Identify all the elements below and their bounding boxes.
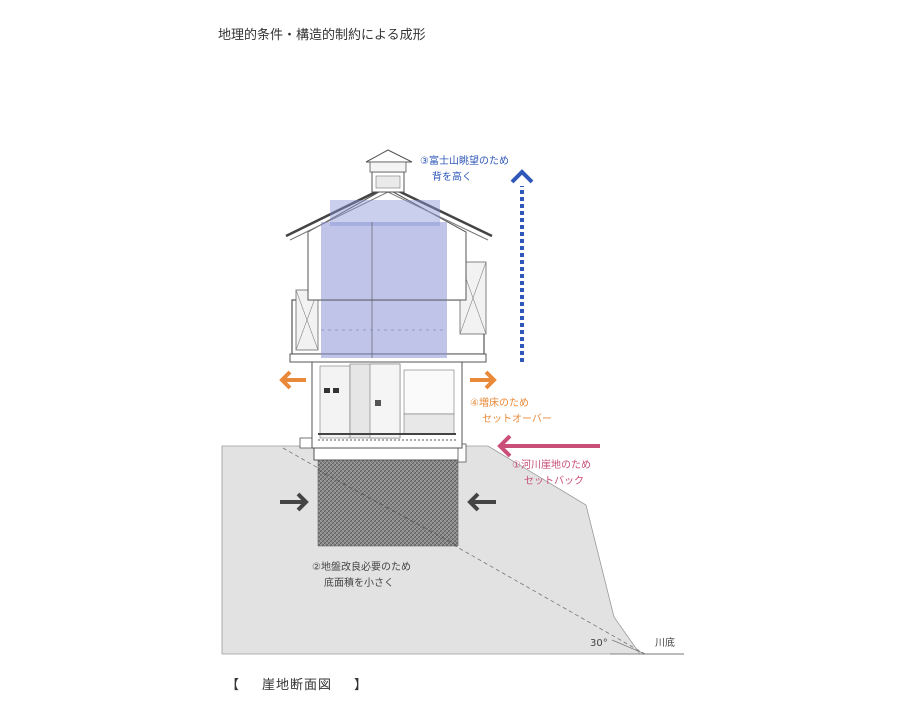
angle-label: 30°	[590, 638, 608, 649]
setback-arrow	[497, 434, 600, 458]
page-title: 地理的条件・構造的制約による成形	[218, 28, 426, 43]
view-label-line2: 背を高く	[432, 170, 472, 183]
river-label-line2: セットバック	[524, 475, 584, 487]
ground-label-line1: ②地盤改良必要のため	[312, 560, 411, 573]
cupola	[365, 149, 413, 193]
river-label-line1: ①河川崖地のため	[512, 458, 591, 471]
caption-open-bracket: 【	[226, 678, 241, 693]
tall-interior-volume	[321, 222, 447, 358]
caption-text: 崖地断面図	[262, 678, 333, 693]
floor-label-line2: セットオーバー	[482, 413, 552, 425]
ground-improvement-block	[317, 457, 459, 547]
overhang-arrow-left	[279, 370, 306, 390]
overhang-arrow-right	[470, 370, 497, 390]
ground-label-line2: 底面積を小さく	[324, 576, 394, 589]
angle-mark	[610, 639, 646, 655]
ground-floor	[311, 361, 463, 449]
foundation-slab	[313, 447, 463, 461]
view-label-line1: ③富士山眺望のため	[420, 154, 509, 167]
riverbed-label: 川底	[655, 636, 675, 649]
figure-caption: 【 崖地断面図 】	[226, 674, 368, 693]
ground-dashed-overlay	[317, 469, 459, 547]
caption-close-bracket: 】	[354, 678, 369, 693]
view-height-arrow	[510, 169, 534, 362]
compress-arrow-left	[280, 492, 309, 512]
floor-label-line1: ④増床のため	[470, 396, 529, 409]
upper-space-highlight	[330, 200, 440, 226]
compress-arrow-right	[467, 492, 496, 512]
